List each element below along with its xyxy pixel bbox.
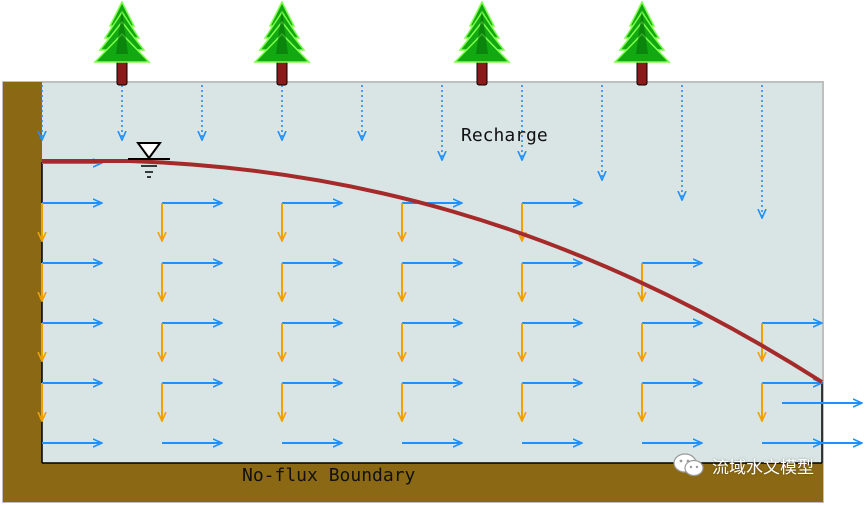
recharge-label: Recharge bbox=[461, 125, 548, 146]
recharge-arrows bbox=[42, 85, 762, 218]
trees bbox=[93, 0, 671, 86]
watermark-text: 流域水文模型 bbox=[712, 457, 814, 478]
watermark: 流域水文模型 bbox=[672, 452, 814, 478]
wechat-icon bbox=[673, 453, 704, 477]
water-table-triangle-icon bbox=[128, 142, 170, 178]
flow-arrows bbox=[42, 163, 862, 443]
aquifer-region bbox=[2, 81, 824, 503]
pine-tree-icon bbox=[253, 0, 311, 86]
no-flux-boundary-label: No-flux Boundary bbox=[242, 465, 416, 486]
pine-tree-icon bbox=[93, 0, 151, 86]
left-soil-wall bbox=[3, 82, 42, 502]
pine-tree-icon bbox=[453, 0, 511, 86]
water-table-line bbox=[42, 159, 824, 384]
pine-tree-icon bbox=[613, 0, 671, 86]
